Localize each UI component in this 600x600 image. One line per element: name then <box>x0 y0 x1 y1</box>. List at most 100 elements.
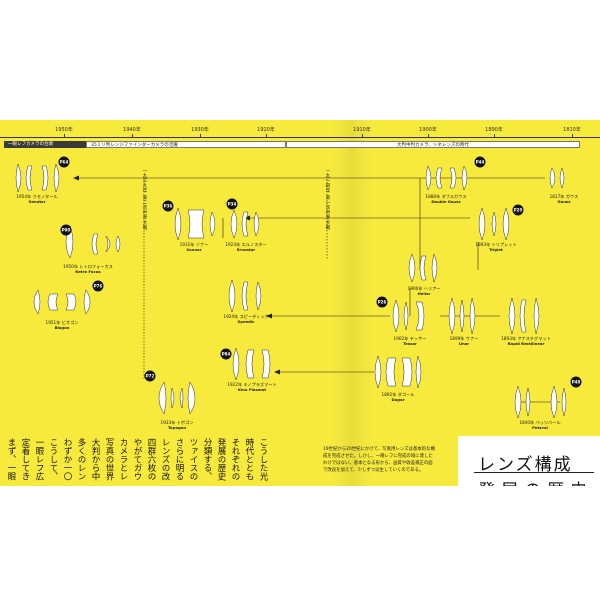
page-badge: P48 <box>570 376 582 388</box>
year-tick <box>266 134 267 138</box>
lens-sonnar <box>174 207 216 241</box>
lens-speedic <box>228 279 262 313</box>
lens-tessar <box>392 299 425 333</box>
arrow-head <box>274 369 280 375</box>
year-tick <box>64 134 65 138</box>
lens-retro <box>65 225 121 259</box>
lens-triplet <box>478 207 510 241</box>
era-bar: 一眼レフカメラの台頭 35ミリ判レンジファインダーカメラの活躍 大判中判カメラ、… <box>4 141 586 149</box>
lens-xenotar <box>15 163 60 193</box>
title-line-2: 発展の歴史 <box>478 476 593 486</box>
book-spread: 1950年 1940年 1930年 1920年 1910年 1900年 1890… <box>0 120 600 486</box>
body-column: やがてガウスタイプへ <box>132 438 142 481</box>
lens-kino <box>232 347 271 381</box>
lens-double-gauss <box>425 165 468 191</box>
year-label: 1930年 <box>191 127 209 133</box>
body-column: 写真の世界は大きく変化 <box>104 438 114 481</box>
body-column: 発展の歴史をたどると <box>216 438 226 481</box>
body-column: まず、一眼レフの一般化として <box>6 438 16 481</box>
page-badge: P36 <box>162 200 174 212</box>
year-tick <box>572 134 573 138</box>
body-column: 時代とともに変化してきた <box>244 438 254 481</box>
body-column: こうして、ドイツの代表する <box>48 438 58 481</box>
intro-text: 19世紀から20世紀にかけて、写真用レンズは基本的な構成を完成させた。しかし、一… <box>323 447 435 473</box>
lens-heliar <box>408 253 438 283</box>
year-label: 1810年 <box>563 127 581 133</box>
body-column: 定着してきた画像光学の世界へ <box>20 438 30 481</box>
body-column: 多くのレンズが登場し <box>76 438 86 481</box>
page-badge: P26 <box>376 296 388 308</box>
lens-diagram <box>15 163 567 419</box>
body-column: ツァイスのテッサーは <box>188 438 198 481</box>
year-label: 1900年 <box>419 127 437 133</box>
lens-topogon <box>158 381 196 415</box>
lens-unar <box>448 297 476 335</box>
page-gutter <box>332 120 372 486</box>
year-label: 1920年 <box>257 127 275 133</box>
page-badge: P34 <box>226 198 238 210</box>
body-column: カメラとレンズの発展は <box>118 438 128 481</box>
page-badge: P90 <box>60 224 72 236</box>
arrow-head <box>266 313 272 319</box>
era-rangefinder: 35ミリ判レンジファインダーカメラの活躍 <box>86 141 286 148</box>
page-badge: P72 <box>144 370 156 382</box>
title-box: レンズ構成 発展の歴史 <box>458 436 600 486</box>
page-badge: P44 <box>474 156 486 168</box>
year-tick <box>494 134 495 138</box>
body-column: 一眼レフ広角レンズの設計 <box>34 438 44 481</box>
body-column: わずか一〇〇年の間に <box>62 438 72 481</box>
year-tick <box>428 134 429 138</box>
war-label-ww2: 一九三九年 第二次世界大戦 <box>142 168 147 230</box>
timeline-axis <box>0 137 600 138</box>
page-badge: P76 <box>92 280 104 292</box>
era-slr: 一眼レフカメラの台頭 <box>4 141 86 148</box>
body-column: こうした光学設計の系譜 <box>258 438 268 481</box>
lens-biogon <box>33 289 91 315</box>
lens-petzval <box>514 385 567 419</box>
era-large-format: 大判中判カメラ、シネレンズの時代 <box>286 141 580 148</box>
arrow-head <box>73 175 79 181</box>
body-column: 四群六枚の構成で <box>146 438 156 481</box>
body-column: それぞれの時代の要請 <box>230 438 240 481</box>
war-label-ww1: 一九一四年 第一次世界大戦 <box>325 168 330 230</box>
year-label: 1950年 <box>55 127 73 133</box>
page-badge: P20 <box>512 204 524 216</box>
lens-ernostar <box>230 209 260 239</box>
year-label: 1910年 <box>353 127 371 133</box>
year-tick <box>200 134 201 138</box>
body-column: 大判から中判を経て <box>90 438 100 481</box>
body-column: 分類する、そこにはある <box>202 438 212 481</box>
body-column: レンズの改良が進み <box>160 438 170 481</box>
year-tick <box>132 134 133 138</box>
title-rule <box>474 472 594 473</box>
lens-gauss <box>549 167 565 189</box>
year-label: 1890年 <box>485 127 503 133</box>
body-column: さらに明るさを求めて <box>174 438 184 481</box>
era-large-format-label: 大判中判カメラ、シネレンズの時代 <box>397 143 469 148</box>
year-label: 1940年 <box>123 127 141 133</box>
lens-rapid <box>508 297 540 335</box>
year-ruler: 1950年 1940年 1930年 1920年 1910年 1900年 1890… <box>0 120 600 138</box>
year-tick <box>362 134 363 138</box>
lens-dagor <box>374 355 422 389</box>
title-line-1: レンズ構成 <box>478 455 573 475</box>
page-badge: P84 <box>220 348 232 360</box>
arrow-head <box>244 215 250 221</box>
page-badge: P64 <box>58 156 70 168</box>
